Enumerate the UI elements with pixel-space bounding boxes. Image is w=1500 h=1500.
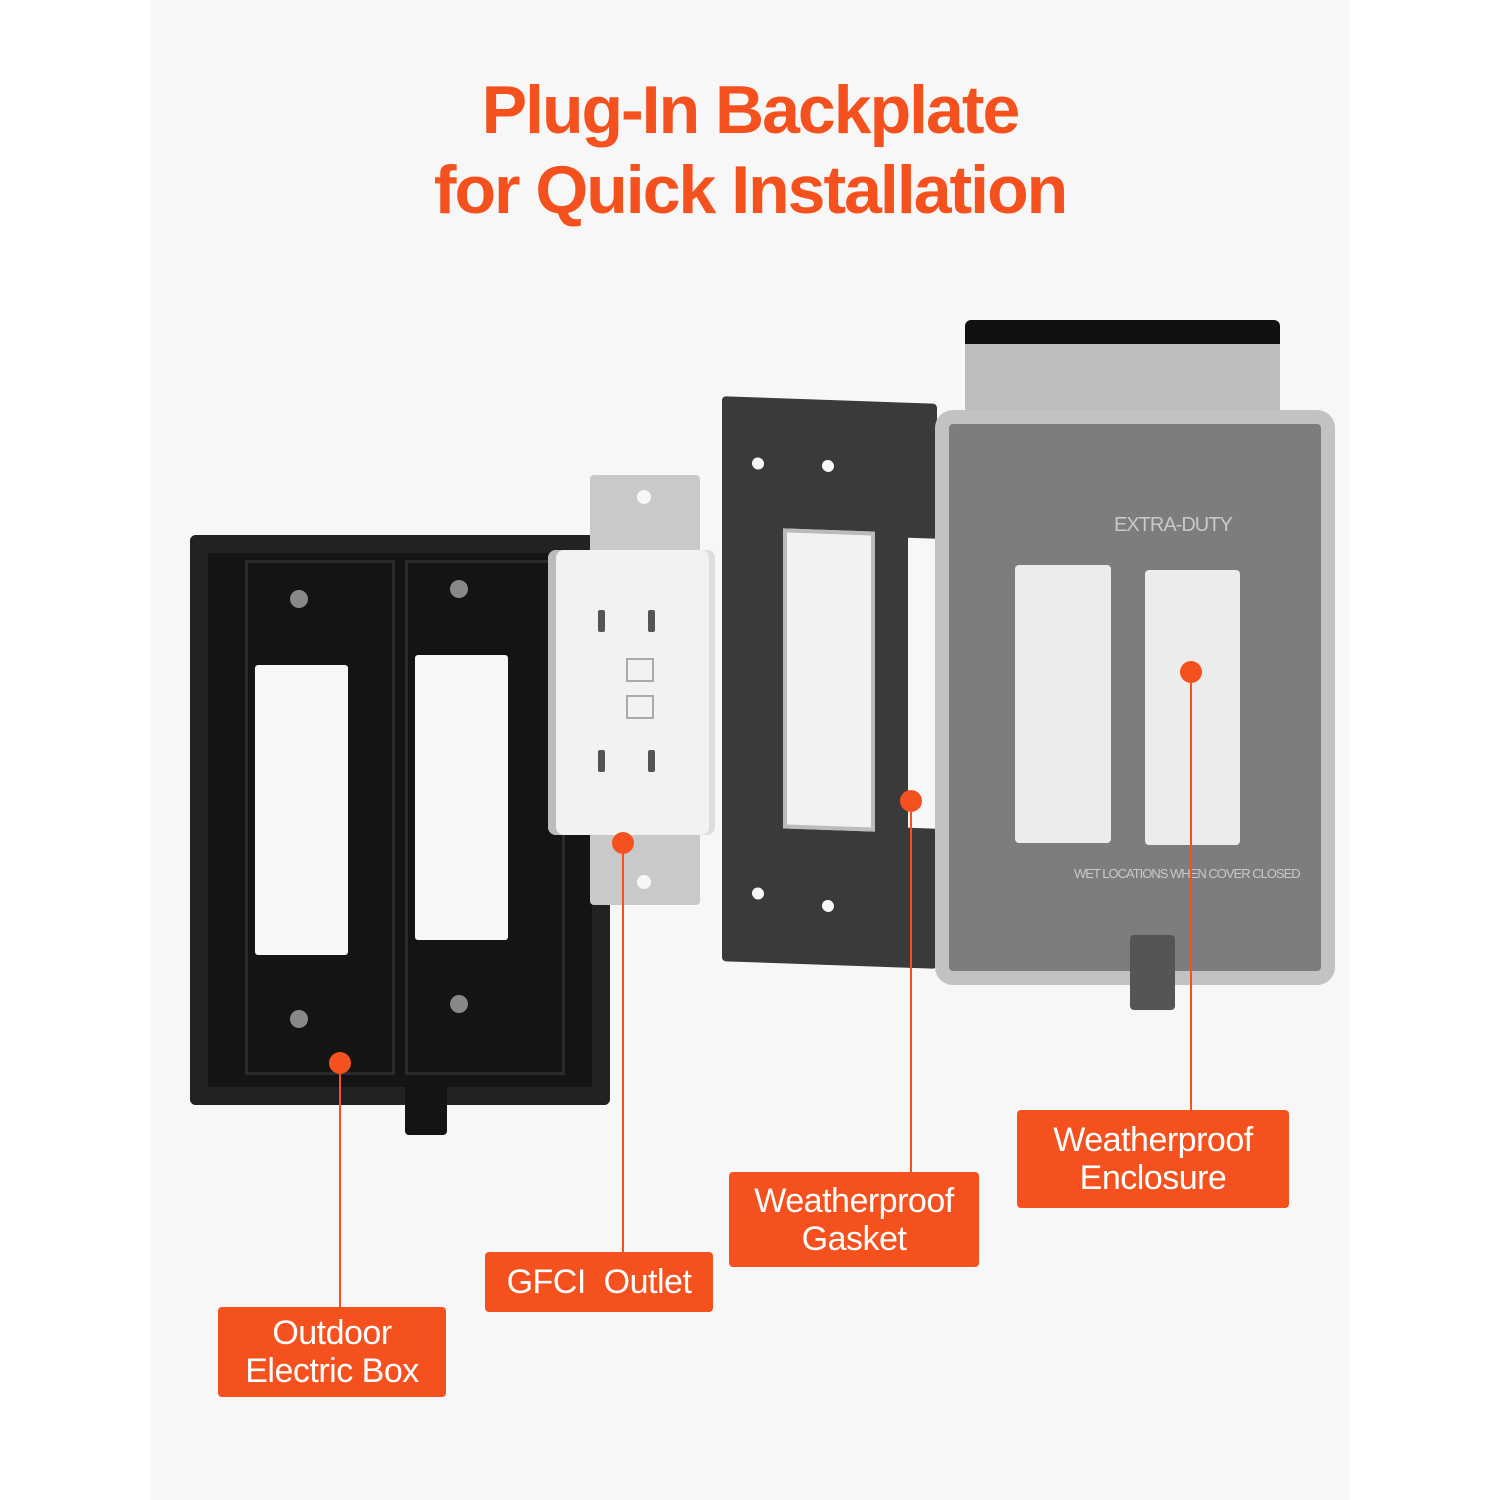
callout-line: [339, 1063, 341, 1307]
wet-locations-marking: WET LOCATIONS WHEN COVER CLOSED: [1074, 866, 1301, 881]
label-text: GFCI Outlet: [506, 1263, 692, 1301]
label-gfci-outlet: GFCI Outlet: [485, 1252, 713, 1312]
headline-line-1: Plug-In Backplate: [481, 72, 1021, 148]
label-text: Weatherproof: [1053, 1121, 1253, 1159]
weatherproof-enclosure-image: EXTRA-DUTY WET LOCATIONS WHEN COVER CLOS…: [935, 410, 1335, 985]
weatherproof-gasket-image: [722, 396, 937, 969]
callout-line: [910, 801, 912, 1172]
label-weatherproof-gasket: Weatherproof Gasket: [729, 1172, 979, 1267]
headline-line-2: for Quick Installation: [433, 152, 1068, 228]
outdoor-electric-box-image: [190, 535, 610, 1105]
label-text: Outdoor: [272, 1314, 392, 1352]
box-mounting-tab: [405, 1085, 447, 1135]
label-weatherproof-enclosure: Weatherproof Enclosure: [1017, 1110, 1289, 1208]
callout-line: [622, 843, 624, 1252]
label-text: Gasket: [801, 1219, 907, 1258]
enclosure-hinge: [965, 320, 1280, 415]
callout-line: [1190, 672, 1192, 1110]
label-text: Electric Box: [245, 1352, 419, 1390]
label-outdoor-electric-box: Outdoor Electric Box: [218, 1307, 446, 1397]
extra-duty-marking: EXTRA-DUTY: [1114, 514, 1233, 536]
label-text: Enclosure: [1079, 1159, 1227, 1197]
label-text: Weatherproof: [754, 1181, 954, 1220]
enclosure-mounting-tab: [1130, 935, 1175, 1010]
